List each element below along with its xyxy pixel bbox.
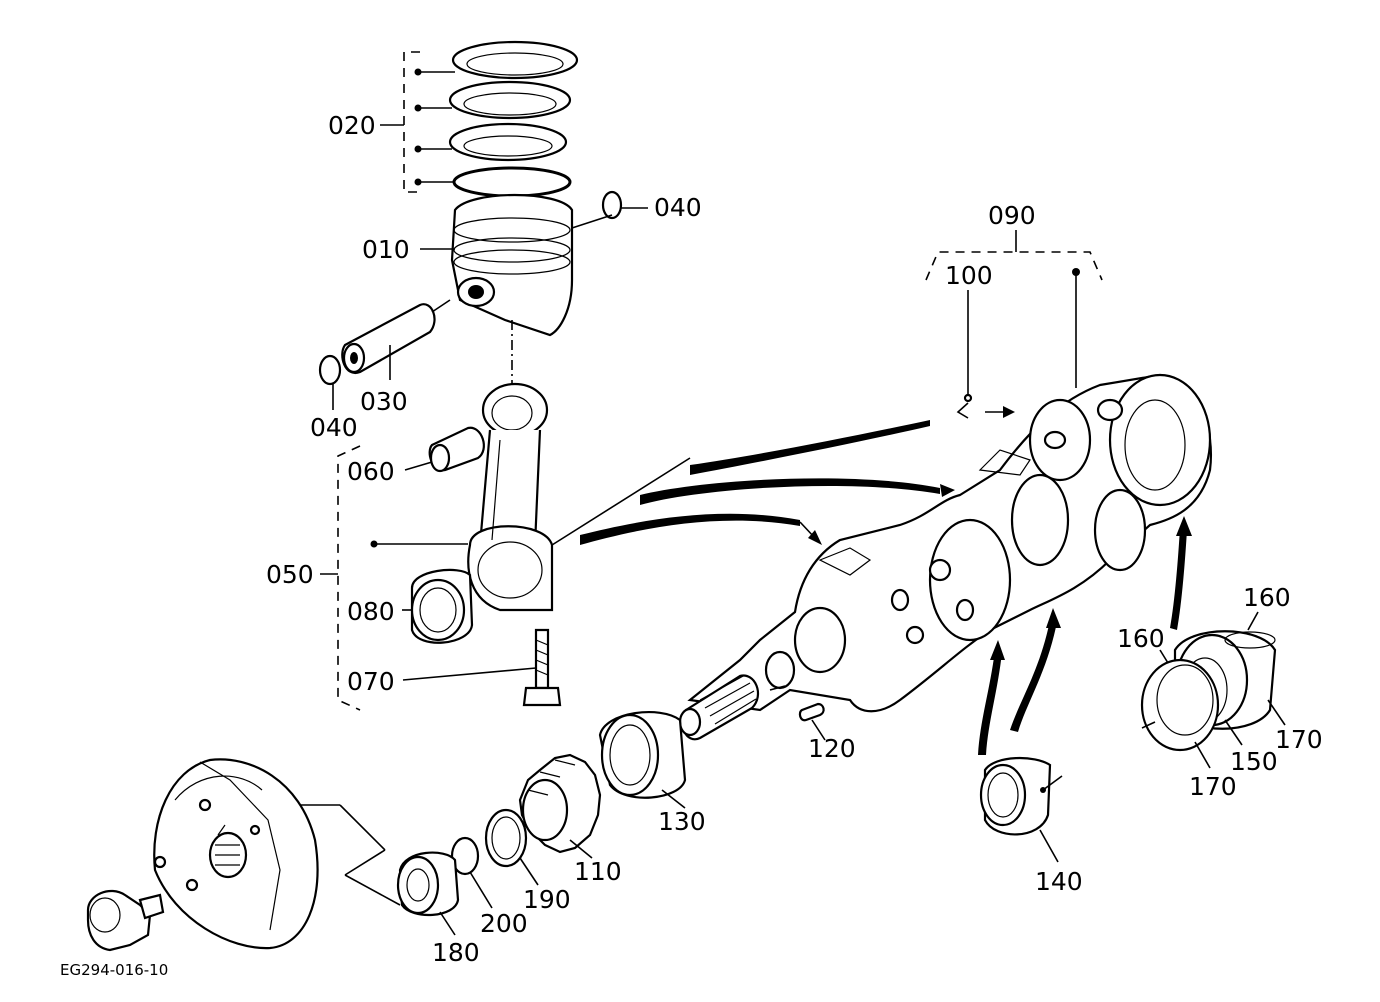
label-160-left: 160 — [1117, 624, 1165, 653]
label-170-right: 170 — [1275, 725, 1323, 754]
label-070: 070 — [347, 667, 395, 696]
oil-seal[interactable] — [396, 851, 460, 917]
label-090: 090 — [988, 201, 1036, 230]
crankshaft[interactable] — [687, 373, 1212, 713]
main-bearing[interactable] — [979, 756, 1052, 836]
assembly-flow-bands — [551, 420, 955, 546]
label-040-upper: 040 — [654, 193, 702, 222]
pulley-bolt[interactable] — [86, 889, 165, 952]
label-190: 190 — [523, 885, 571, 914]
connecting-rod-bolt[interactable] — [522, 628, 562, 707]
label-150: 150 — [1230, 747, 1278, 776]
diagram-code: EG294-016-10 — [60, 961, 168, 979]
label-120: 120 — [808, 734, 856, 763]
label-030: 030 — [360, 387, 408, 416]
bearing-flow-arrows — [978, 516, 1192, 755]
label-160-right: 160 — [1243, 583, 1291, 612]
label-050: 050 — [266, 560, 314, 589]
connecting-rod[interactable] — [467, 382, 554, 612]
snap-ring-lower[interactable] — [318, 354, 342, 386]
label-110: 110 — [574, 857, 622, 886]
piston-pin[interactable] — [341, 303, 436, 375]
label-060: 060 — [347, 457, 395, 486]
label-080: 080 — [347, 597, 395, 626]
crankshaft-collar[interactable] — [598, 710, 687, 799]
label-180: 180 — [432, 938, 480, 967]
crank-assembly-bracket — [925, 230, 1103, 419]
piston-rings[interactable] — [448, 40, 579, 198]
thrust-washer[interactable] — [1140, 658, 1220, 752]
snap-ring-upper[interactable] — [601, 190, 623, 220]
crankshaft-key[interactable] — [798, 702, 825, 722]
rod-bracket — [320, 445, 468, 711]
o-ring[interactable] — [484, 808, 528, 868]
crankpin-bearing[interactable] — [410, 568, 474, 644]
label-020: 020 — [328, 111, 376, 140]
label-040-lower: 040 — [310, 413, 358, 442]
crankshaft-front-spline[interactable] — [678, 674, 759, 741]
label-100: 100 — [945, 261, 993, 290]
label-130: 130 — [658, 807, 706, 836]
small-end-bushing[interactable] — [428, 426, 485, 473]
label-010: 010 — [362, 235, 410, 264]
piston[interactable] — [450, 193, 574, 337]
collar-ring[interactable] — [450, 836, 480, 876]
label-200: 200 — [480, 909, 528, 938]
crankshaft-pulley[interactable] — [153, 758, 319, 950]
label-140: 140 — [1035, 867, 1083, 896]
crankshaft-gear[interactable] — [518, 753, 602, 854]
label-170-lower: 170 — [1189, 772, 1237, 801]
rings-bracket — [380, 51, 455, 193]
